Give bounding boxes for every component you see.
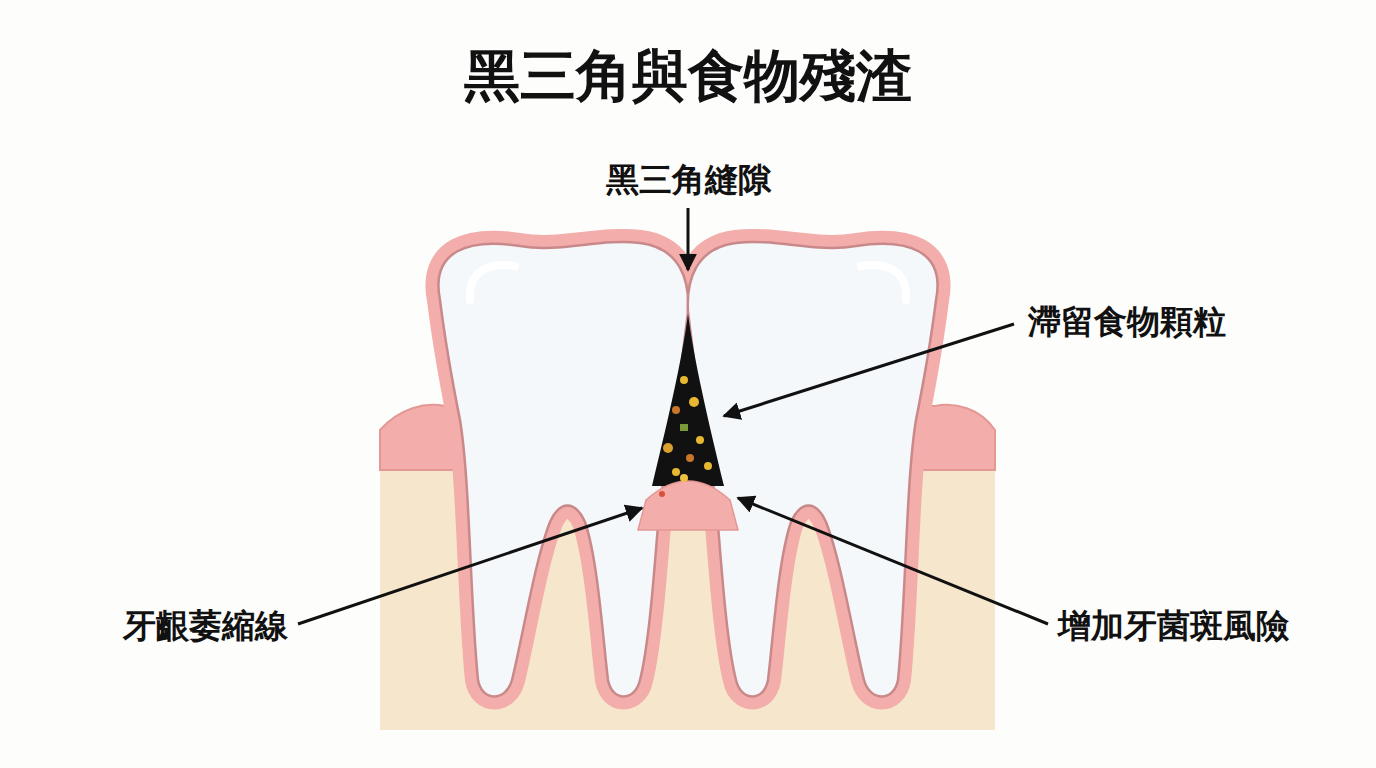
callout-label: 黑三角縫隙 xyxy=(606,160,771,200)
callout-label: 牙齦萎縮線 xyxy=(123,606,288,646)
food-particles xyxy=(659,376,712,497)
gum-papilla xyxy=(638,481,738,530)
black-triangle-gap xyxy=(652,314,724,486)
callout-label: 增加牙菌斑風險 xyxy=(1058,606,1289,646)
callout-label: 滯留食物顆粒 xyxy=(1028,302,1226,342)
teeth xyxy=(438,242,937,697)
gum-around-roots xyxy=(438,242,937,697)
diagram-title: 黑三角與食物殘渣 xyxy=(464,42,912,109)
leader-arrows xyxy=(298,208,1048,624)
